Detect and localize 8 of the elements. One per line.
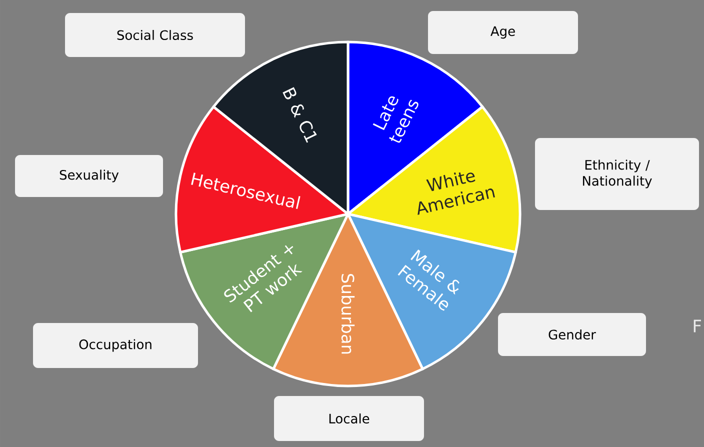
- category-box: Gender: [498, 313, 646, 356]
- category-box: Social Class: [65, 13, 245, 57]
- cut-off-text: F: [694, 320, 701, 332]
- category-box: Age: [428, 11, 578, 54]
- category-box: Occupation: [33, 323, 198, 368]
- category-box: Locale: [274, 396, 424, 441]
- category-box: Sexuality: [15, 155, 163, 197]
- category-box: Ethnicity / Nationality: [535, 138, 699, 210]
